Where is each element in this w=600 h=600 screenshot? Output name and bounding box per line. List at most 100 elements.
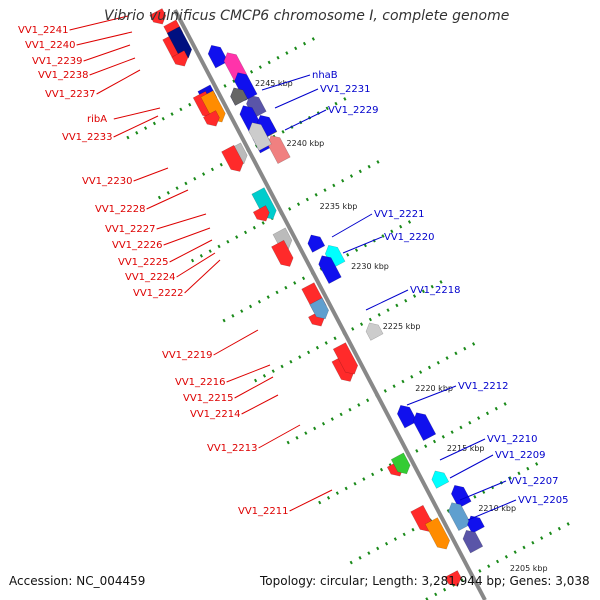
gene-arrow [431,470,450,489]
genome-title: Vibrio vulnificus CMCP6 chromosome I, co… [104,8,510,24]
gene-arrow [234,72,258,101]
gene-arrow [221,144,244,172]
leader-line [113,115,159,138]
gene-arrow [365,322,384,341]
leader-line [156,213,207,230]
leader-line [261,74,311,91]
leader-line [459,480,507,501]
leader-line [439,438,486,461]
leader-line [331,213,373,238]
gene-label-left: VV1_2213 [207,443,258,454]
gene-label-right: VV1_2229 [328,105,379,116]
gene-arrow [332,342,359,375]
gene-arrow [171,50,189,67]
tick-label: 2225 kbp [383,322,421,331]
gene-label-left: VV1_2224 [125,272,176,283]
leader-line [274,88,319,109]
gene-label-left: VV1_2239 [32,56,83,67]
leader-line [169,239,213,263]
gene-arrow [202,110,220,127]
gene-label-left: VV1_2214 [190,409,241,420]
gene-label-left: VV1_2215 [183,393,234,404]
gene-arrow [412,412,437,441]
gene-label-left: VV1_2211 [238,506,289,517]
leader-line [289,489,333,512]
tick-label: 2240 kbp [287,139,325,148]
gene-label-left: VV1_2238 [38,70,89,81]
gene-label-right: VV1_2205 [518,495,569,506]
leader-line [467,499,517,521]
gene-arrow [207,44,229,69]
gene-arrow [448,502,472,531]
leader-line [176,252,216,278]
gene-label-right: VV1_2221 [374,209,425,220]
leader-line [113,107,161,120]
gene-label-left: VV1_2226 [112,240,163,251]
gene-label-right: VV1_2231 [320,84,371,95]
gene-label-right: VV1_2207 [508,476,559,487]
label-leader-lines [69,15,517,521]
gene-label-right: VV1_2218 [410,285,461,296]
gene-label-right: nhaB [312,70,338,81]
gene-arrow [248,122,272,151]
tick-marks: 2245 kbp 2240 kbp 2235 kbp 2230 kbp 2225 kbp… [126,35,573,600]
tick-label: 2235 kbp [320,202,358,211]
accession-text: Accession: NC_004459 [9,574,146,588]
gene-features [149,8,485,587]
gene-arrow [252,205,270,222]
gene-arrow [396,404,418,429]
gene-arrow [444,570,462,587]
gene-label-left: VV1_2241 [18,25,69,36]
gene-arrow [271,239,294,267]
leader-line [213,329,259,356]
leader-line [284,109,327,131]
leader-line [406,385,457,406]
leader-line [234,376,274,399]
gene-arrow [390,452,411,475]
gene-label-left: VV1_2225 [118,257,169,268]
leader-line [163,227,211,246]
leader-line [342,236,383,254]
gene-label-left: VV1_2228 [95,204,146,215]
chromosome-backbone [173,9,487,600]
tick-label: 2210 kbp [478,504,516,513]
leader-line [96,69,141,95]
topology-text: Topology: circular; Length: 3,281,944 bp… [260,574,590,588]
gene-arrow [309,297,329,320]
gene-label-right: VV1_2210 [487,434,538,445]
tick-label: 2245 kbp [255,79,293,88]
gene-label-left: VV1_2230 [82,176,133,187]
leader-line [76,31,133,46]
leader-line [146,189,189,210]
gene-arrow [307,234,326,253]
leader-line [226,364,271,383]
gene-label-left: VV1_2233 [62,132,113,143]
tick-label: 2220 kbp [415,384,453,393]
gene-label-left: VV1_2219 [162,350,213,361]
leader-line [83,44,131,62]
gene-label-right: VV1_2212 [458,381,509,392]
tick-label: 2205 kbp [510,564,548,573]
gene-label-left: VV1_2216 [175,377,226,388]
leader-line [133,167,169,182]
gene-arrow [267,135,291,164]
gene-arrow [451,484,472,509]
leader-line [69,15,129,31]
gene-label-right: VV1_2220 [384,232,435,243]
gene-arrow [149,8,167,25]
gene-arrow [230,87,248,106]
gene-label-left: VV1_2227 [105,224,156,235]
tick-label: 2230 kbp [351,262,389,271]
gene-label-left: VV1_2237 [45,89,96,100]
gene-arrow [251,187,277,220]
gene-labels: VV1_2241VV1_2240VV1_2239VV1_2238VV1_2237… [18,25,569,517]
gene-label-right: VV1_2209 [495,450,546,461]
gene-label-left: VV1_2222 [133,288,184,299]
leader-line [89,57,136,76]
leader-line [241,394,279,415]
gene-label-left: ribA [87,114,107,125]
leader-line [258,424,301,449]
leader-line [449,454,494,479]
gene-arrow [462,529,484,554]
